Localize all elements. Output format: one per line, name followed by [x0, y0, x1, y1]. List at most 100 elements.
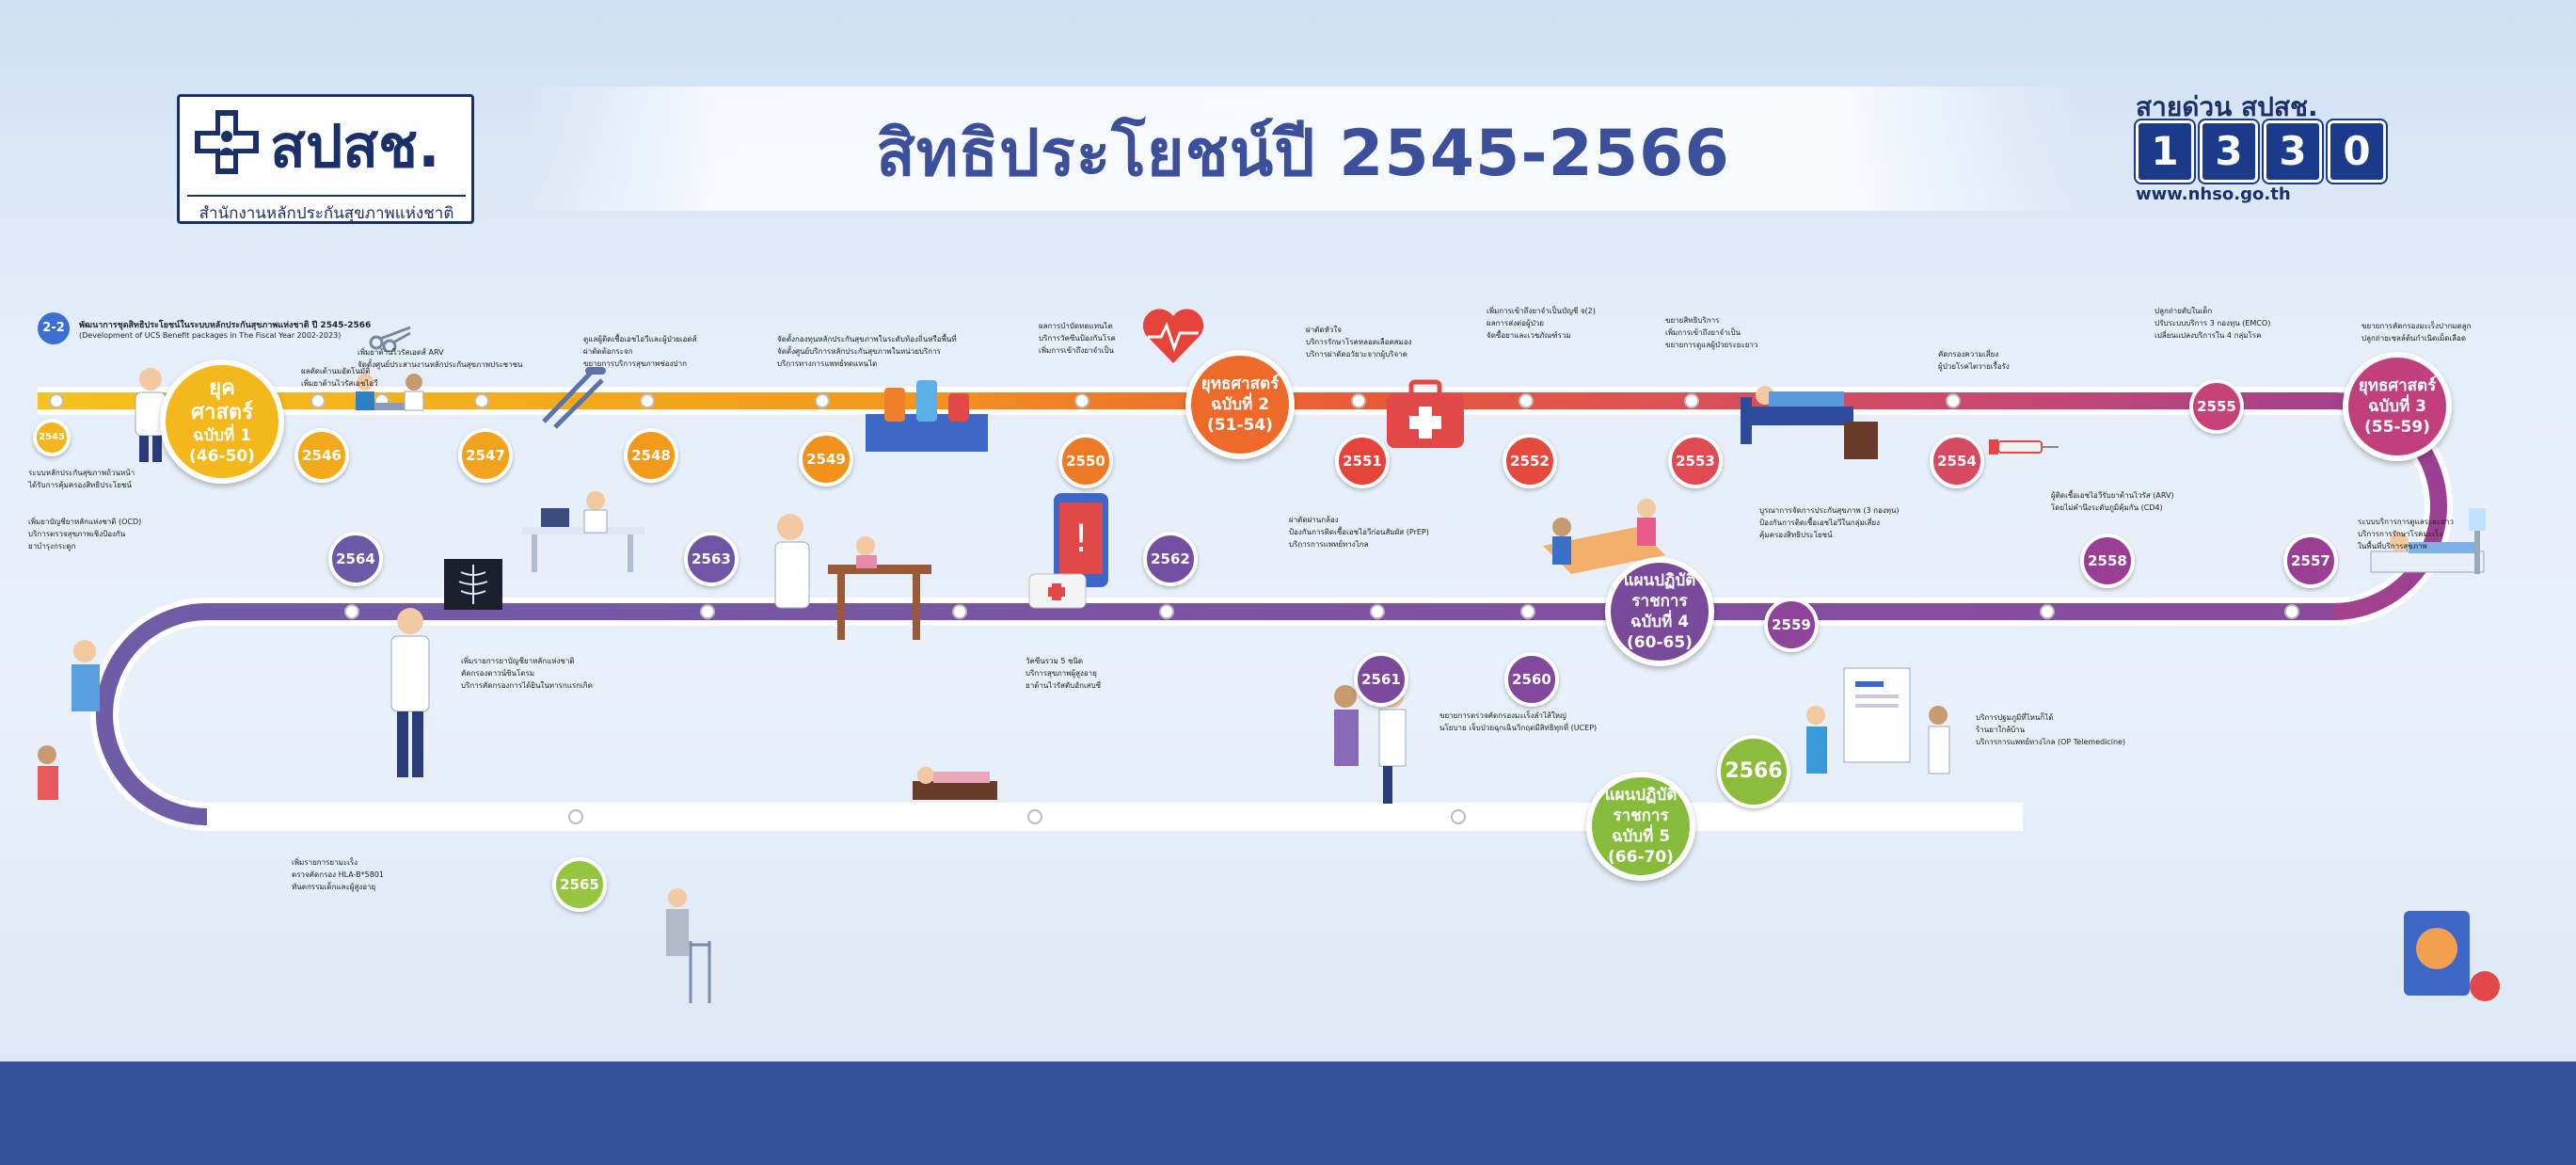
note-line: จัดตั้งศูนย์ประสานงานหลักประกันสุขภาพประ…	[358, 360, 523, 369]
hotline-label: สายด่วน สปสช.	[2136, 91, 2318, 122]
milestone-label: ราชการ	[1631, 592, 1688, 611]
logo-subtitle: สำนักงานหลักประกันสุขภาพแห่งชาติ	[187, 195, 466, 226]
note-line: คุ้มครองสิทธิประโยชน์	[1759, 531, 1833, 539]
note-line: จัดซื้อยาและเวชภัณฑ์รวม	[1487, 331, 1571, 340]
milestone-label: ยุค	[209, 376, 235, 400]
note-2561: วัคซีนรวม 5 ชนิด บริการสุขภาพผู้สูงอายุ …	[1026, 655, 1101, 692]
note-2558: ผู้ติดเชื้อเอชไอวีรับยาต้านไวรัส (ARV) โ…	[2051, 489, 2174, 514]
logo-wordmark: สปสช.	[270, 112, 440, 181]
note-2554: คัดกรองความเสี่ยง ผู้ป่วยโรคไตวายเรื้อรั…	[1938, 348, 2010, 373]
note-line: ขยายการตรวจคัดกรองมะเร็งลำไส้ใหญ่	[1439, 711, 1566, 720]
milestone-strategy-3: ยุทธศาสตร์ ฉบับที่ 3 (55-59)	[2343, 352, 2452, 461]
note-line: เปลี่ยนแปลงบริการใน 4 กลุ่มโรค	[2155, 331, 2262, 340]
note-line: วัคซีนรวม 5 ชนิด	[1026, 657, 1084, 665]
phone-alert-icon: !	[1028, 493, 1108, 609]
note-line: ป้องกันการติดเชื้อเอชไอวีในกลุ่มเสี่ยง	[1759, 519, 1880, 527]
milestone-strategy-1: ยุค ศาสตร์ ฉบับที่ 1 (46-50)	[160, 359, 284, 484]
year-2566: 2566	[1717, 735, 1790, 808]
year-2565: 2565	[552, 857, 607, 912]
note-line: ปลูกถ่ายเซลล์ต้นกำเนิดเม็ดเลือด	[2361, 334, 2467, 343]
note-2562: ผ่าตัดผ่านกล้อง ป้องกันการติดเชื้อเอชไอว…	[1289, 514, 1429, 551]
website-url[interactable]: www.nhso.go.th	[2136, 184, 2291, 204]
note-2559: บูรณาการจัดการประกันสุขภาพ (3 กองทุน) ป้…	[1759, 504, 1900, 541]
note-line: คัดกรองความเสี่ยง	[1938, 350, 1999, 359]
note-line: ปรับระบบบริการ 3 กองทุน (EMCO)	[2155, 319, 2271, 327]
elderly-care-illustration-icon	[38, 640, 100, 800]
note-2563: เพิ่มรายการยาบัญชียาหลักแห่งชาติ คัดกรอง…	[461, 655, 593, 692]
year-2549: 2549	[799, 432, 853, 487]
milestone-label: ฉบับที่ 3	[2367, 397, 2427, 416]
note-line: ผลการบำบัดทดแทนไต	[1039, 322, 1113, 330]
hotline-digit: 0	[2326, 119, 2388, 184]
milestone-plan-5: แผนปฏิบัติ ราชการ ฉบับที่ 5 (66-70)	[1586, 772, 1695, 881]
milestone-label: ยุทธศาสตร์	[2358, 376, 2437, 395]
note-line: เพิ่มรายการยาบัญชียาหลักแห่งชาติ	[461, 657, 575, 665]
year-2552: 2552	[1503, 434, 1557, 488]
year-2563: 2563	[684, 532, 739, 586]
note-line: บริการปฐมภูมิที่ไหนก็ได้	[1976, 713, 2054, 722]
svg-text:!: !	[1073, 518, 1089, 561]
note-line: ขยายการบริการสุขภาพช่องปาก	[583, 359, 687, 368]
year-2557: 2557	[2283, 534, 2338, 588]
year-2558: 2558	[2080, 534, 2135, 588]
meeting-table-illustration-icon	[1543, 499, 1665, 574]
hotline-digit: 1	[2134, 119, 2196, 184]
note-line: ผ่าตัดหัวใจ	[1306, 326, 1342, 334]
note-line: บริการวัคซีนป้องกันโรค	[1039, 334, 1116, 343]
note-line: จัดตั้งกองทุนหลักประกันสุขภาพในระดับท้อง…	[777, 335, 957, 343]
health-records-illustration-icon	[1806, 667, 1950, 774]
section-badge: 2-2	[38, 312, 70, 344]
brain-scan-illustration-icon	[2404, 911, 2500, 1001]
year-2562: 2562	[1143, 532, 1198, 586]
note-line: ขยายสิทธิบริการ	[1665, 316, 1720, 325]
note-line: ตรวจคัดกรอง HLA-B*5801	[292, 870, 385, 879]
note-line: บริการการแพทย์ทางไกล	[1289, 540, 1369, 549]
note-line: ผู้ติดเชื้อเอชไอวีรับยาต้านไวรัส (ARV)	[2051, 491, 2174, 500]
hotline-digit: 3	[2198, 119, 2260, 184]
note-line: บูรณาการจัดการประกันสุขภาพ (3 กองทุน)	[1759, 506, 1900, 515]
hospital-bed-illustration-icon	[1741, 386, 1878, 459]
note-line: ยาต้านไวรัสตับอักเสบซี	[1026, 681, 1102, 690]
note-line: จัดตั้งศูนย์บริการหลักประกันสุขภาพในหน่ว…	[777, 347, 941, 356]
note-line: บริการการรักษาโรคมะเร็ง	[2358, 530, 2442, 538]
note-line: บริการผ่าตัดอวัยวะจากผู้บริจาค	[1306, 350, 1407, 359]
milestone-label: (51-54)	[1207, 416, 1273, 435]
syringe-icon	[1989, 439, 2059, 455]
year-2561: 2561	[1354, 652, 1408, 707]
note-line: บริการรักษาโรคหลอดเลือดสมอง	[1306, 338, 1412, 346]
nhso-logo: สปสช. สำนักงานหลักประกันสุขภาพแห่งชาติ	[177, 94, 474, 224]
mother-child-checkup-illustration-icon	[774, 514, 931, 640]
note-line: เพิ่มการเข้าถึงยาจำเป็น	[1665, 328, 1741, 337]
year-2554: 2554	[1930, 434, 1984, 488]
note-line: โดยไม่คำนึงระดับภูมิคุ้มกัน (CD4)	[2051, 503, 2163, 512]
note-line: ระบบหลักประกันสุขภาพถ้วนหน้า	[28, 469, 135, 477]
note-2549: จัดตั้งกองทุนหลักประกันสุขภาพในระดับท้อง…	[777, 333, 957, 370]
note-line: ดูแลผู้ติดเชื้อเอชไอวีและผู้ป่วยเอดส์	[583, 335, 697, 343]
note-line: ผ่าตัดผ่านกล้อง	[1289, 516, 1339, 524]
note-2546: ผลตัดเต้านมอัตโนมัติ เพิ่มยาต้านไวรัสเอช…	[301, 365, 378, 390]
note-line: เพิ่มยาต้านไวรัสเอชไอวี	[301, 379, 378, 388]
note-line: ทันตกรรมเด็กและผู้สูงอายุ	[292, 883, 376, 891]
doctor-illustration-icon	[390, 608, 430, 777]
note-line: ร้านยาใกล้บ้าน	[1976, 726, 2026, 734]
hotline-digit: 3	[2262, 119, 2324, 184]
milestone-label: ฉบับที่ 2	[1210, 395, 1270, 414]
intro-subheading: (Development of UCS Benefit packages in …	[79, 331, 342, 340]
note-2566: บริการปฐมภูมิที่ไหนก็ได้ ร้านยาใกล้บ้าน …	[1976, 711, 2125, 748]
doctors-patient-illustration-icon	[1334, 685, 1407, 804]
first-aid-kit-icon	[1387, 379, 1464, 448]
note-line: บริการคัดกรองการได้ยินในทารกแรกเกิด	[461, 681, 593, 690]
milestone-label: ยุทธศาสตร์	[1201, 375, 1280, 393]
page-title: สิทธิประโยชน์ปี 2545-2566	[876, 117, 1730, 191]
milestone-label: (66-70)	[1608, 848, 1674, 867]
year-2555: 2555	[2189, 379, 2244, 434]
xray-icon	[444, 559, 502, 610]
consultation-illustration-icon	[356, 374, 424, 411]
crutches-icon	[542, 367, 606, 429]
note-line: ผลการส่งต่อผู้ป่วย	[1487, 319, 1544, 327]
note-line: บริการสุขภาพผู้สูงอายุ	[1026, 669, 1097, 678]
note-line: ผู้ป่วยโรคไตวายเรื้อรัง	[1938, 362, 2010, 371]
title-band	[527, 87, 2079, 211]
nhso-cross-logo-icon	[195, 110, 259, 174]
